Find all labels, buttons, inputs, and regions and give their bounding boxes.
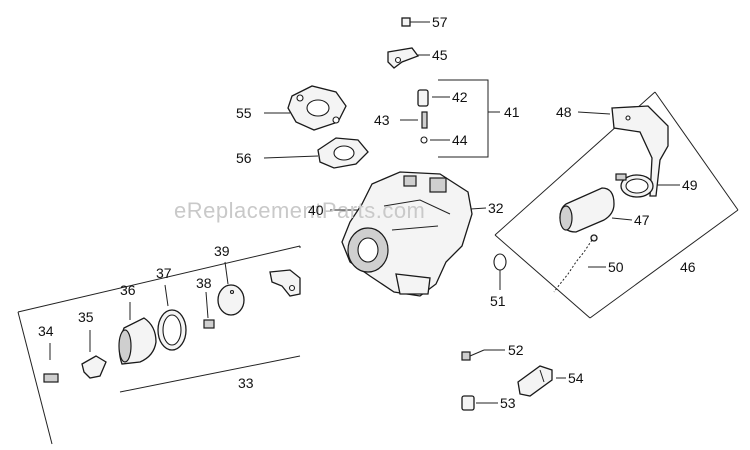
part-choke-lever [269,269,301,297]
label-44: 44 [452,132,468,148]
label-33: 33 [238,375,254,391]
label-48: 48 [556,104,572,120]
label-52: 52 [508,342,524,358]
part-53-plug [461,395,475,411]
label-45: 45 [432,47,448,63]
part-55-flange [287,85,347,131]
part-47-fuel-pump [559,187,615,233]
label-54: 54 [568,370,584,386]
label-40: 40 [308,202,324,218]
part-51-oring [493,253,507,271]
label-42: 42 [452,89,468,105]
part-38-screw [203,319,215,329]
label-51: 51 [490,293,506,309]
group-brackets [17,79,739,445]
label-38: 38 [196,275,212,291]
label-56: 56 [236,150,252,166]
label-37: 37 [156,265,172,281]
part-37-ring [157,309,187,351]
part-35-wing-nut [81,355,107,379]
label-47: 47 [634,212,650,228]
label-53: 53 [500,395,516,411]
label-39: 39 [214,243,230,259]
label-57: 57 [432,14,448,30]
leader-lines [49,21,680,404]
part-52-nut [461,349,485,361]
label-35: 35 [78,309,94,325]
part-49-clamp [615,173,654,198]
part-50-chain [553,234,598,293]
part-43-needle [421,111,428,129]
part-54-fitting [517,365,553,397]
part-45-bracket [387,47,420,69]
part-number-labels: 57 45 55 56 42 43 44 41 48 49 47 50 46 5… [38,14,698,411]
watermark: eReplacementParts.com [174,198,425,223]
label-50: 50 [608,259,624,275]
part-36-bowl [118,317,157,365]
part-34-screw [43,373,59,383]
part-48-bracket [611,105,669,197]
part-57-screw [401,17,414,27]
label-49: 49 [682,177,698,193]
label-36: 36 [120,282,136,298]
label-32: 32 [488,200,504,216]
part-39-disc [217,284,245,316]
part-56-gasket [317,137,369,169]
label-46: 46 [680,259,696,275]
parts [43,17,669,411]
part-32-carburetor [341,171,473,297]
label-41: 41 [504,104,520,120]
part-44-ring [420,136,428,144]
label-43: 43 [374,112,390,128]
part-42-pin [417,89,429,107]
label-34: 34 [38,323,54,339]
label-55: 55 [236,105,252,121]
